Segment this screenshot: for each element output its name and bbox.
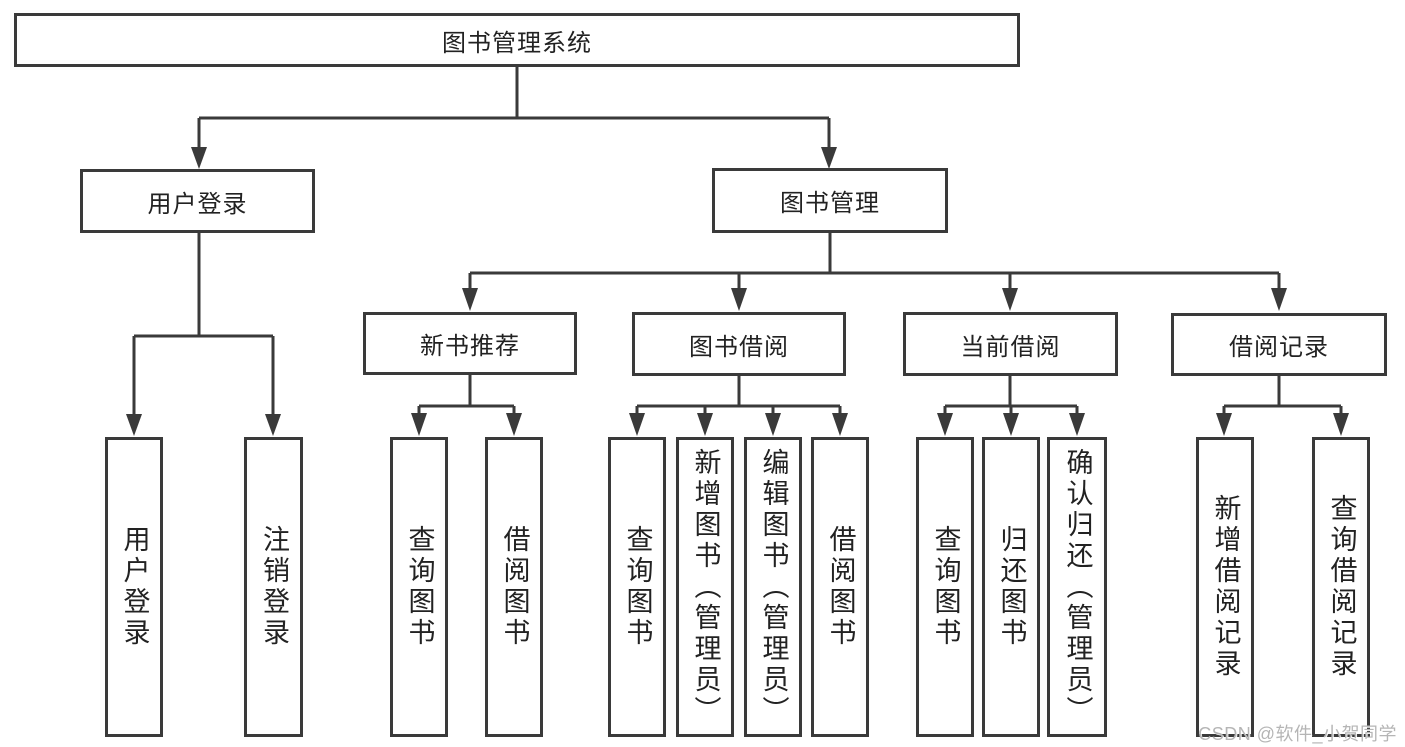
connector-user-login [126, 233, 281, 436]
connector-book-borrowing [629, 376, 848, 436]
node-user-login: 用户登录 [80, 169, 315, 233]
node-label: 图书借阅 [689, 333, 789, 361]
node-label: 图书管理 [780, 190, 880, 217]
leaf-current-confirm-return-admin: 确认归还（管理员） [1047, 437, 1107, 737]
node-label: 新增借阅记录 [1210, 494, 1241, 680]
node-label: 查询图书 [622, 525, 653, 649]
node-current-borrowing: 当前借阅 [903, 312, 1118, 376]
leaf-borrowing-edit-books-admin: 编辑图书（管理员） [744, 437, 802, 737]
node-label: 查询图书 [404, 525, 435, 649]
node-label: 确认归还（管理员） [1062, 447, 1093, 727]
node-label: 查询借阅记录 [1326, 494, 1357, 680]
leaf-borrowing-query-books: 查询图书 [608, 437, 666, 737]
connector-new-book-recommendation [411, 375, 522, 436]
leaf-user-login: 用户登录 [105, 437, 163, 737]
node-label: 注销登录 [259, 525, 289, 649]
node-label: 用户登录 [119, 525, 150, 649]
node-label: 查询图书 [930, 525, 961, 649]
leaf-logout-login: 注销登录 [244, 437, 303, 737]
leaf-recommend-query-books: 查询图书 [390, 437, 448, 737]
node-label: 新增图书（管理员） [690, 447, 721, 727]
node-book-borrowing: 图书借阅 [632, 312, 846, 376]
leaf-records-query-borrow-record: 查询借阅记录 [1312, 437, 1370, 737]
leaf-records-add-borrow-record: 新增借阅记录 [1196, 437, 1254, 737]
node-label: 借阅图书 [499, 525, 530, 649]
node-label: 归还图书 [996, 525, 1027, 649]
watermark: CSDN @软件_小贺同学 [1198, 724, 1397, 744]
node-new-book-recommendation: 新书推荐 [363, 312, 577, 375]
connector-current-borrowing [937, 376, 1085, 436]
node-label: 编辑图书（管理员） [758, 447, 789, 727]
node-label: 借阅图书 [825, 525, 856, 649]
node-borrowing-records: 借阅记录 [1171, 313, 1387, 376]
connector-root [191, 67, 837, 169]
node-label: 借阅记录 [1229, 334, 1329, 361]
leaf-recommend-borrow-books: 借阅图书 [485, 437, 543, 737]
leaf-borrowing-add-books-admin: 新增图书（管理员） [676, 437, 734, 737]
node-label: 用户登录 [147, 190, 248, 218]
leaf-current-query-books: 查询图书 [916, 437, 974, 737]
connector-borrowing-records [1216, 376, 1349, 436]
connector-book-management [462, 233, 1287, 311]
node-label: 当前借阅 [960, 333, 1061, 361]
leaf-current-return-books: 归还图书 [982, 437, 1040, 737]
node-book-management: 图书管理 [712, 168, 948, 233]
node-label: 图书管理系统 [442, 29, 592, 57]
node-label: 新书推荐 [420, 333, 520, 360]
node-root: 图书管理系统 [14, 13, 1020, 67]
leaf-borrowing-borrow-books: 借阅图书 [811, 437, 869, 737]
